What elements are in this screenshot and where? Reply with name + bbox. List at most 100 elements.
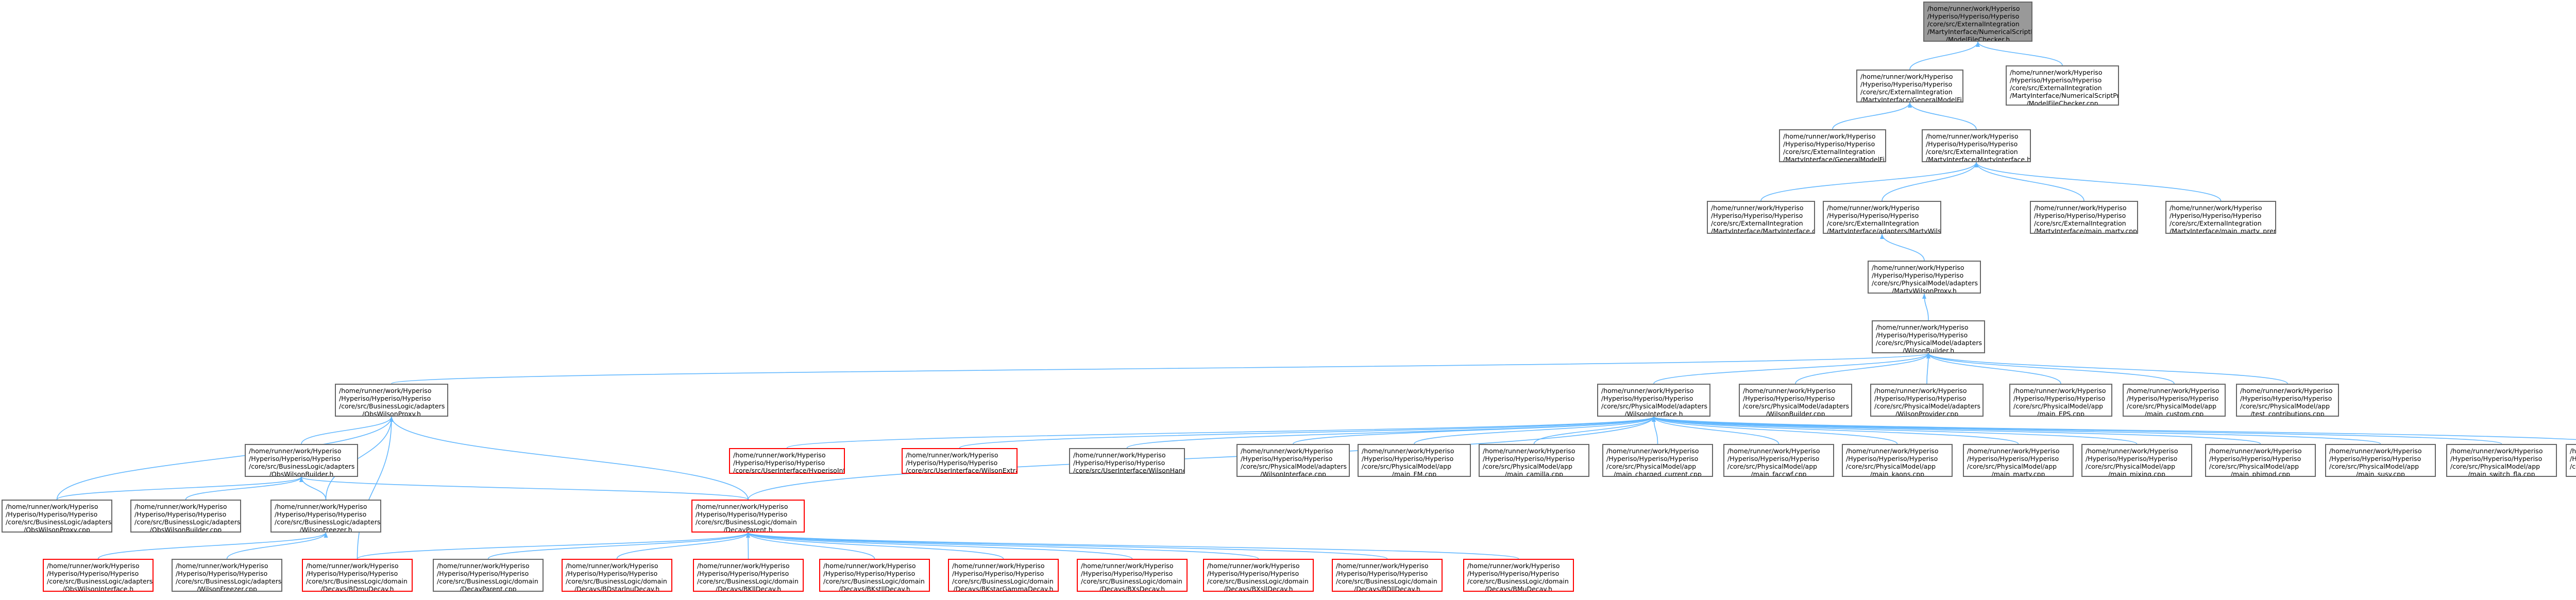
file-node[interactable]: /home/runner/work/Hyperiso/Hyperiso/Hype… [1870,384,1984,417]
file-node[interactable]: /home/runner/work/Hyperiso/Hyperiso/Hype… [1779,129,1886,162]
file-node[interactable]: /home/runner/work/Hyperiso/Hyperiso/Hype… [2165,201,2276,234]
file-node[interactable]: /home/runner/work/Hyperiso/Hyperiso/Hype… [1707,201,1815,234]
file-path-line: /Hyperiso/Hyperiso/Hyperiso [437,570,529,577]
file-path-line: /main_switch_fla.cpp [2468,470,2535,477]
file-node[interactable]: /home/runner/work/Hyperiso/Hyperiso/Hype… [1963,444,2074,477]
file-path-line: /home/runner/work/Hyperiso [275,503,367,510]
file-path-line: /WilsonBuilder.cpp [1766,410,1825,417]
file-path-line: /core/src/BusinessLogic/domain [823,577,925,585]
file-path-line: /home/runner/work/Hyperiso [566,562,658,570]
file-node[interactable]: /home/runner/work/Hyperiso/Hyperiso/Hype… [1077,559,1188,592]
file-path-line: /WilsonInterface.cpp [1260,470,1326,477]
dependency-edge [1926,353,1930,384]
file-node[interactable]: /home/runner/work/Hyperiso/Hyperiso/Hype… [1479,444,1589,477]
file-path-line: /Hyperiso/Hyperiso/Hyperiso [2086,455,2178,462]
file-path-line: /Hyperiso/Hyperiso/Hyperiso [1876,331,1968,339]
file-path-line: /home/runner/work/Hyperiso [696,503,788,510]
file-path-line: /core/src/BusinessLogic/domain [566,577,667,585]
file-node[interactable]: /home/runner/work/Hyperiso/Hyperiso/Hype… [1823,201,1941,234]
file-path-line: /home/runner/work/Hyperiso [249,447,342,455]
file-path-line: /Hyperiso/Hyperiso/Hyperiso [697,570,789,577]
dependency-edge [301,416,394,444]
file-node[interactable]: /home/runner/work/Hyperiso/Hyperiso/Hype… [1923,2,2032,42]
file-path-line: /Hyperiso/Hyperiso/Hyperiso [1073,459,1165,467]
dependency-edge [748,416,1656,500]
file-node[interactable]: /home/runner/work/Hyperiso/Hyperiso/Hype… [433,559,544,592]
file-path-line: /Hyperiso/Hyperiso/Hyperiso [2450,455,2543,462]
file-node[interactable]: /home/runner/work/Hyperiso/Hyperiso/Hype… [1203,559,1314,592]
file-node[interactable]: /home/runner/work/Hyperiso/Hyperiso/Hype… [2325,444,2436,477]
file-node[interactable]: /home/runner/work/Hyperiso/Hyperiso/Hype… [1842,444,1953,477]
file-node[interactable]: /home/runner/work/Hyperiso/Hyperiso/Hype… [819,559,930,592]
file-path-line: /core/src/BusinessLogic/domain [1081,577,1182,585]
file-node[interactable]: /home/runner/work/Hyperiso/Hyperiso/Hype… [1069,448,1185,474]
file-node[interactable]: /home/runner/work/Hyperiso/Hyperiso/Hype… [1739,384,1852,417]
file-path-line: /home/runner/work/Hyperiso [1783,132,1876,140]
file-path-line: /main_susy.cpp [2356,470,2405,477]
dependency-edge [746,532,1259,559]
file-node[interactable]: /home/runner/work/Hyperiso/Hyperiso/Hype… [245,444,358,477]
file-path-line: /home/runner/work/Hyperiso [1606,447,1699,455]
file-path-line: /core/src/PhysicalModel/app [2209,462,2299,470]
file-node[interactable]: /home/runner/work/Hyperiso/Hyperiso/Hype… [691,500,805,533]
file-node[interactable]: /home/runner/work/Hyperiso/Hyperiso/Hype… [2205,444,2316,477]
file-path-line: /core/src/PhysicalModel/app [1727,462,1818,470]
file-path-line: /Hyperiso/Hyperiso/Hyperiso [2013,395,2106,402]
file-path-line: /Hyperiso/Hyperiso/Hyperiso [275,510,367,518]
file-path-line: /MartyInterface/GeneralModelFiller.h [1860,96,1963,102]
file-path-line: /home/runner/work/Hyperiso [1483,447,1575,455]
file-path-line: /Hyperiso/Hyperiso/Hyperiso [1711,212,1803,219]
file-node[interactable]: /home/runner/work/Hyperiso/Hyperiso/Hype… [1872,320,1985,353]
file-node[interactable]: /home/runner/work/Hyperiso/Hyperiso/Hype… [562,559,672,592]
file-node[interactable]: /home/runner/work/Hyperiso/Hyperiso/Hype… [335,384,448,417]
file-node[interactable]: /home/runner/work/Hyperiso/Hyperiso/Hype… [2236,384,2339,417]
file-node[interactable]: /home/runner/work/Hyperiso/Hyperiso/Hype… [1856,70,1963,102]
file-node[interactable]: /home/runner/work/Hyperiso/Hyperiso/Hype… [1868,261,1981,294]
file-node[interactable]: /home/runner/work/Hyperiso/Hyperiso/Hype… [1597,384,1710,417]
file-path-line: /Decays/BDstarlnuDecay.h [574,585,660,592]
file-node[interactable]: /home/runner/work/Hyperiso/Hyperiso/Hype… [302,559,413,592]
file-node[interactable]: /home/runner/work/Hyperiso/Hyperiso/Hype… [2446,444,2557,477]
file-path-line: /ModelFileChecker.cpp [2026,99,2098,106]
file-node[interactable]: /home/runner/work/Hyperiso/Hyperiso/Hype… [2,500,112,533]
dependency-edge [616,532,750,559]
file-node[interactable]: /home/runner/work/Hyperiso/Hyperiso/Hype… [1236,444,1350,477]
file-node[interactable]: /home/runner/work/Hyperiso/Hyperiso/Hype… [1723,444,1834,477]
file-path-line: /core/src/PhysicalModel/app [1967,462,2057,470]
file-path-line: /core/src/PhysicalModel/adapters [1241,462,1347,470]
file-node[interactable]: /home/runner/work/Hyperiso/Hyperiso/Hype… [130,500,241,533]
file-node[interactable]: /home/runner/work/Hyperiso/Hyperiso/Hype… [2006,65,2119,106]
file-node[interactable]: /home/runner/work/Hyperiso/Hyperiso/Hype… [1358,444,1471,477]
file-path-line: /Hyperiso/Hyperiso/Hyperiso [2034,212,2126,219]
file-node[interactable]: /home/runner/work/Hyperiso/Hyperiso/Hype… [43,559,154,592]
file-path-line: /home/runner/work/Hyperiso [134,503,227,510]
file-node[interactable]: /home/runner/work/Hyperiso/Hyperiso/Hype… [1602,444,1713,477]
file-node[interactable]: /home/runner/work/Hyperiso/Hyperiso/Hype… [2566,444,2576,477]
file-node[interactable]: /home/runner/work/Hyperiso/Hyperiso/Hype… [948,559,1059,592]
file-node[interactable]: /home/runner/work/Hyperiso/Hyperiso/Hype… [2123,384,2226,417]
file-node[interactable]: /home/runner/work/Hyperiso/Hyperiso/Hype… [1463,559,1574,592]
file-node[interactable]: /home/runner/work/Hyperiso/Hyperiso/Hype… [2030,201,2138,234]
file-node[interactable]: /home/runner/work/Hyperiso/Hyperiso/Hype… [1332,559,1443,592]
file-node[interactable]: /home/runner/work/Hyperiso/Hyperiso/Hype… [729,448,845,474]
dependency-edge [97,532,328,559]
dependency-edge [1908,102,1977,130]
file-node[interactable]: /home/runner/work/Hyperiso/Hyperiso/Hype… [1922,129,2031,162]
file-path-line: /Decays/BKstarGammaDecay.h [953,585,1054,592]
file-node[interactable]: /home/runner/work/Hyperiso/Hyperiso/Hype… [2009,384,2112,417]
file-path-line: /Hyperiso/Hyperiso/Hyperiso [176,570,268,577]
file-node[interactable]: /home/runner/work/Hyperiso/Hyperiso/Hype… [902,448,1018,474]
dependency-edge [746,532,1133,559]
dependency-edge [1974,162,2222,201]
file-node[interactable]: /home/runner/work/Hyperiso/Hyperiso/Hype… [693,559,804,592]
file-node[interactable]: /home/runner/work/Hyperiso/Hyperiso/Hype… [2081,444,2192,477]
file-path-line: /core/src/PhysicalModel/app [1362,462,1452,470]
file-path-line: /MartyInterface/NumericalScriptProcessin… [2010,92,2119,99]
dependency-edge [389,416,749,500]
file-path-line: /core/src/BusinessLogic/adapters [275,518,381,526]
file-path-line: /core/src/PhysicalModel/app [2013,402,2104,410]
file-node[interactable]: /home/runner/work/Hyperiso/Hyperiso/Hype… [270,500,381,533]
file-path-line: /core/src/BusinessLogic/adapters [176,577,282,585]
file-path-line: /core/src/PhysicalModel/app [1483,462,1573,470]
file-node[interactable]: /home/runner/work/Hyperiso/Hyperiso/Hype… [172,559,282,592]
